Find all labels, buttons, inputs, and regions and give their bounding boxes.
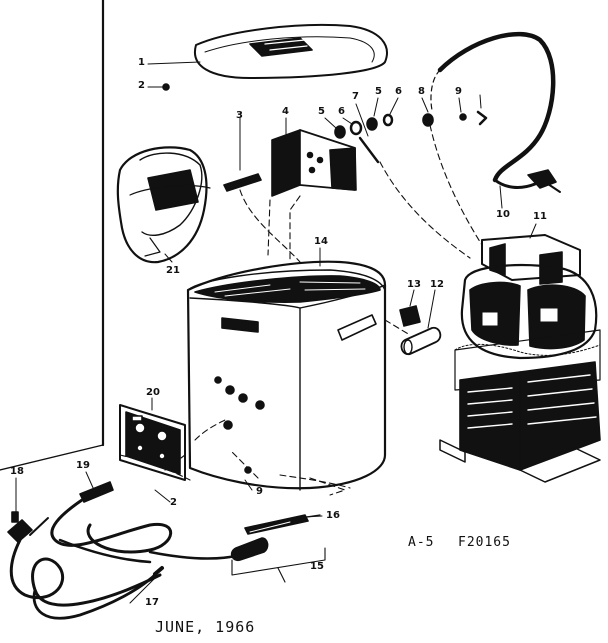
welding-cable-part [7, 511, 162, 607]
callout-21: 21 [166, 265, 180, 276]
electrode-holder-part [148, 514, 321, 562]
callout-2b: 2 [170, 497, 177, 508]
callout-7: 7 [352, 91, 359, 102]
figure-number: F20165 [458, 535, 511, 550]
transformer-part [439, 234, 601, 483]
callout-19: 19 [76, 460, 90, 471]
callout-2: 2 [138, 80, 145, 91]
callout-12: 12 [430, 279, 444, 290]
callout-8: 8 [418, 86, 425, 97]
callout-5b: 5 [375, 86, 382, 97]
callout-16: 16 [326, 510, 340, 521]
diagram-date: JUNE, 1966 [155, 618, 256, 636]
callout-13: 13 [407, 279, 421, 290]
switch-part [399, 305, 421, 327]
callout-5a: 5 [318, 106, 325, 117]
bracket-15 [231, 547, 326, 583]
washers-and-nuts [334, 113, 394, 164]
front-panel-part [119, 404, 186, 481]
bracket-part [271, 129, 357, 197]
callout-18: 18 [10, 466, 24, 477]
callout-1: 1 [138, 57, 145, 68]
ground-clamp-cable-part [50, 481, 173, 554]
callout-4: 4 [282, 106, 289, 117]
tube-part [400, 326, 442, 356]
callout-17: 17 [145, 597, 159, 608]
callout-9b: 9 [256, 486, 263, 497]
connector-parts [422, 110, 488, 127]
welding-helmet-part [116, 146, 211, 264]
callout-leaders [15, 61, 537, 604]
top-cover-part [193, 23, 388, 79]
cabinet-part [186, 260, 387, 491]
power-cord-part [430, 31, 561, 193]
figure-code: A-5 [408, 535, 435, 550]
callout-11: 11 [533, 211, 547, 222]
ground-cable-part [32, 566, 164, 620]
callout-3: 3 [236, 110, 243, 121]
shaft-part [223, 117, 262, 192]
callout-10: 10 [496, 209, 510, 220]
callout-20: 20 [146, 387, 160, 398]
frame-line-base [0, 444, 104, 471]
screw-part [162, 83, 170, 91]
callout-9a: 9 [455, 86, 462, 97]
callout-14a: 14 [314, 236, 328, 247]
callout-15: 15 [310, 561, 324, 572]
callout-6b: 6 [395, 86, 402, 97]
callout-6a: 6 [338, 106, 345, 117]
